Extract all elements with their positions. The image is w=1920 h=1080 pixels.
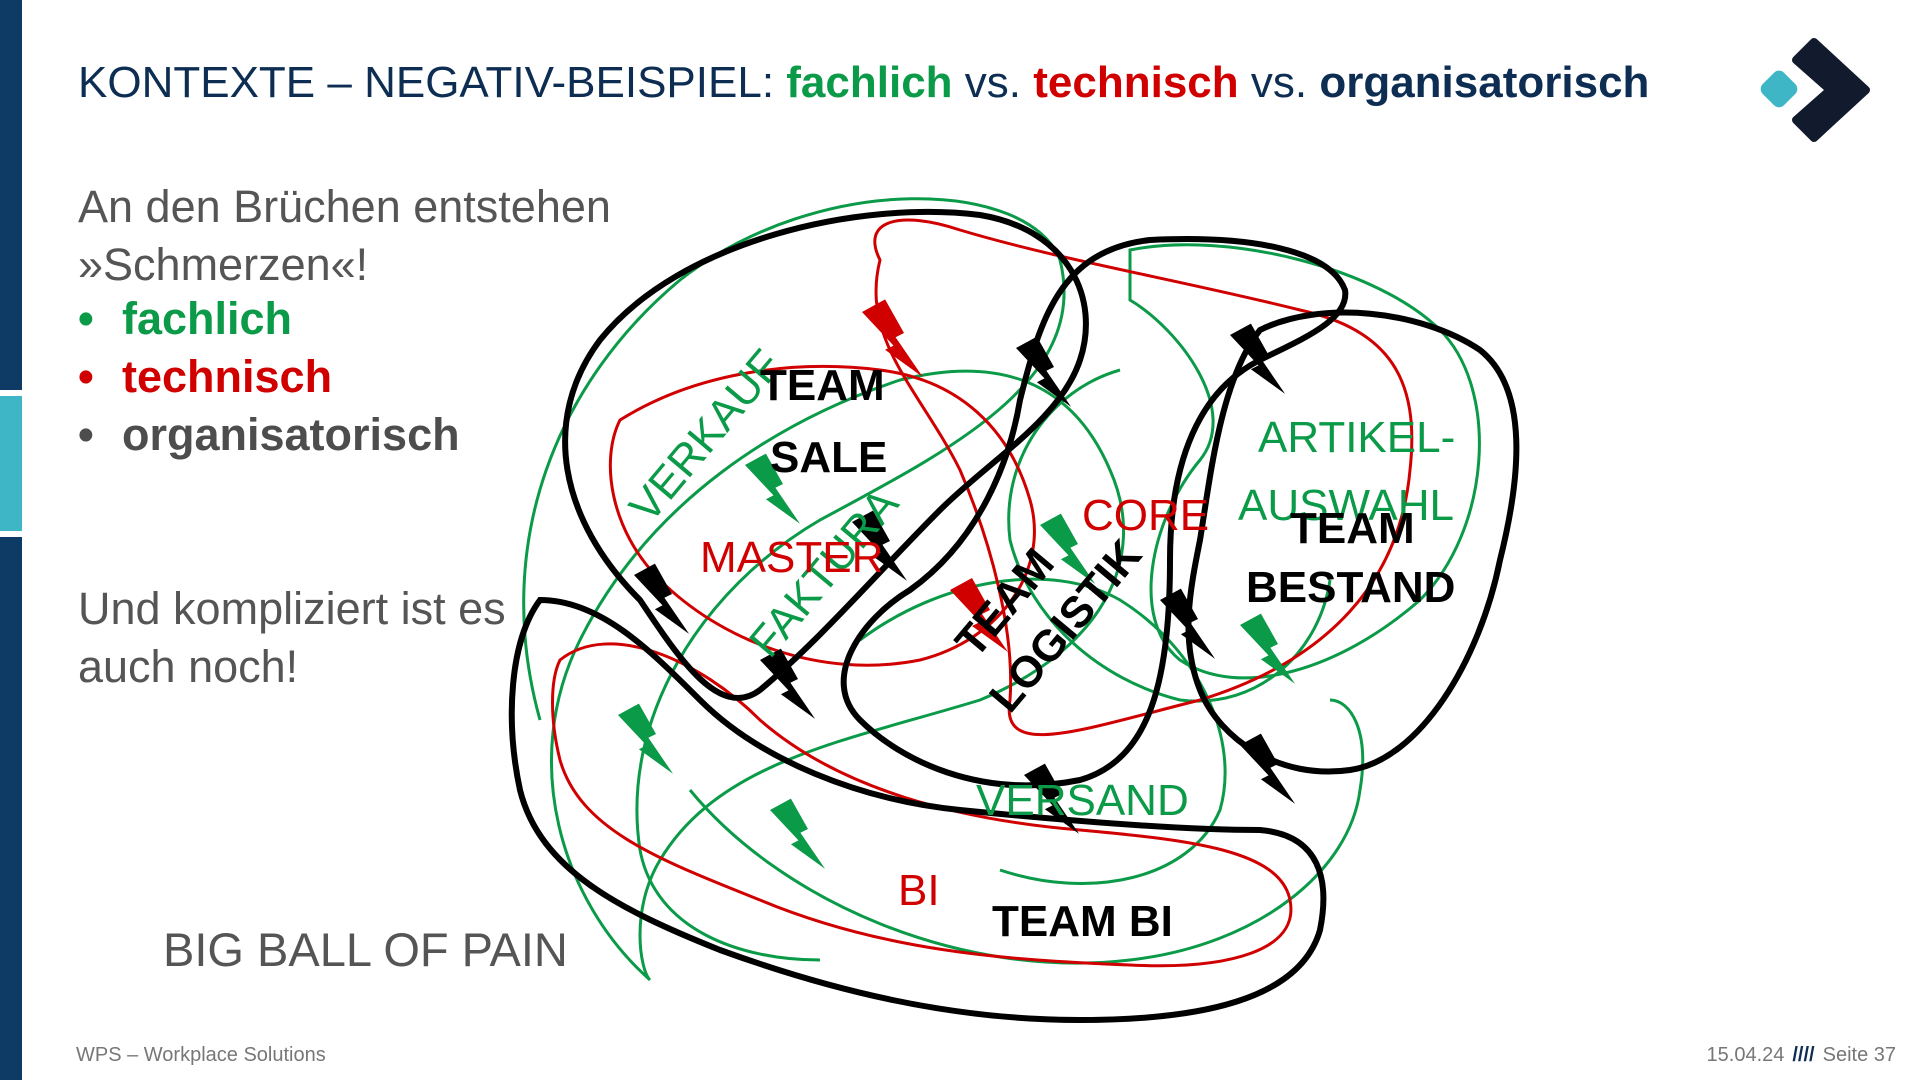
footer-separator: //// [1792,1044,1815,1066]
title-organisatorisch: organisatorisch [1319,58,1650,107]
context-label-master: MASTER [700,533,883,582]
footer-page-number: Seite 37 [1822,1044,1896,1066]
slide-title: KONTEXTE – NEGATIV-BEISPIEL: fachlich vs… [78,58,1649,108]
context-label-auswahl: AUSWAHL [1238,481,1454,530]
title-vs-1: vs. [952,58,1034,107]
context-label-core: CORE [1082,491,1209,540]
title-technisch: technisch [1033,58,1239,107]
team-label-sale: SALE [770,433,887,482]
side-accent-bar-top [0,0,22,390]
footer-date: 15.04.24 [1706,1044,1785,1066]
footer-company: WPS – Workplace Solutions [76,1044,326,1066]
bullet-organisatorisch: organisatorisch [78,406,460,464]
complicated-text: Und kompliziert ist es auch noch! [78,583,506,692]
team-label-team: TEAM [760,361,885,410]
lightning-icon [618,703,674,774]
context-label-versand: VERSAND [976,776,1189,825]
team-label-bestand: BESTAND [1246,563,1455,612]
intro-text: An den Brüchen entstehen »Schmerzen«! [78,181,611,290]
title-vs-2: vs. [1238,58,1320,107]
context-label-artikel: ARTIKEL- [1258,413,1455,462]
title-prefix: KONTEXTE – NEGATIV-BEISPIEL: [78,58,787,107]
side-accent-bar-middle [0,396,22,531]
team-label-team-bi: TEAM BI [992,897,1173,946]
wps-logo [1760,38,1870,142]
side-accent-bar-bottom [0,537,22,1080]
pain-type-list: fachlich technisch organisatorisch [78,290,460,464]
title-fachlich: fachlich [786,58,953,107]
team-label-team: TEAM [1290,504,1415,553]
lightning-icon [770,798,826,869]
big-ball-of-pain-label: BIG BALL OF PAIN [163,923,568,976]
footer-meta: 15.04.24 //// Seite 37 [1707,1044,1896,1067]
context-label-bi: BI [898,866,940,915]
bullet-fachlich: fachlich [78,290,460,348]
bullet-technisch: technisch [78,348,460,406]
